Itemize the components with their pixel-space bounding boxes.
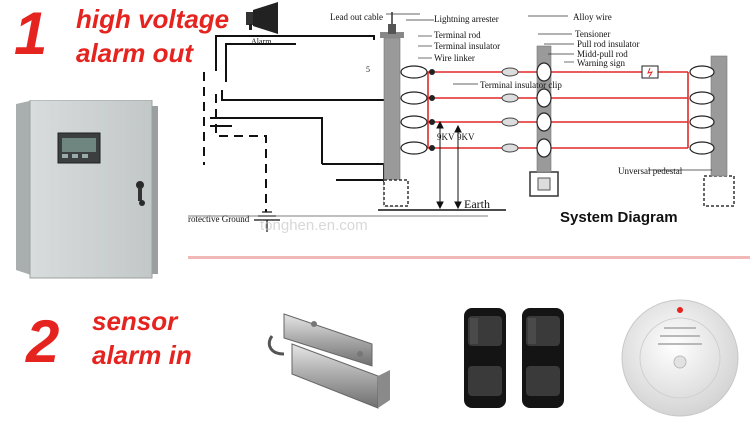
watermark: tonghen.en.com bbox=[260, 217, 368, 234]
alarm-control-box bbox=[0, 99, 172, 282]
right-post bbox=[710, 55, 728, 177]
terminal-rod-label: Terminal rod bbox=[434, 30, 481, 40]
terminal-insulators bbox=[400, 65, 428, 155]
warning-sign-label: Warning sign bbox=[577, 58, 626, 68]
terminal-insulator-clip-label: Terminal insulator clip bbox=[480, 80, 562, 90]
protective-ground-label: rotective Ground bbox=[188, 214, 250, 224]
wire-linker-label: Wire linker bbox=[434, 53, 475, 63]
section-1-title-line1: high voltage bbox=[76, 4, 230, 34]
tensioner-label: Tensioner bbox=[575, 29, 610, 39]
beam-sensor-left bbox=[460, 306, 510, 410]
voltage-label-2: 9KV bbox=[457, 132, 475, 142]
voltage-label-1: 9KV bbox=[437, 132, 455, 142]
pull-rod-insulator-label: Pull rod insulator bbox=[577, 39, 640, 49]
universal-pedestal-label: Unversal pedestal bbox=[618, 166, 683, 176]
section-2-number: 2 bbox=[26, 308, 60, 375]
lightning-arrester-label: Lightning arrester bbox=[434, 14, 499, 24]
section-2-title-line2: alarm in bbox=[92, 340, 192, 370]
magnetic-door-sensor bbox=[262, 296, 402, 420]
alloy-wire-label: Alloy wire bbox=[573, 12, 612, 22]
system-diagram: Alarm rotective Ground bbox=[188, 0, 750, 262]
section-1-number: 1 bbox=[14, 0, 48, 67]
section-1-title-line2: alarm out bbox=[76, 38, 194, 68]
midd-pull-rod-label: Midd-pull rod bbox=[577, 49, 628, 59]
pedestal-box-3 bbox=[703, 175, 735, 207]
pull-rod-insulators bbox=[536, 62, 552, 158]
lead-out-cable-label: Lead out cable bbox=[330, 12, 383, 22]
section-2-title-line1: sensor bbox=[92, 306, 178, 336]
section-divider bbox=[188, 256, 750, 259]
earth-label: Earth bbox=[464, 197, 490, 211]
siren-icon bbox=[246, 2, 278, 34]
smoke-detector bbox=[618, 296, 742, 420]
system-diagram-title: System Diagram bbox=[560, 209, 678, 226]
post-number-label: 5 bbox=[366, 65, 370, 74]
tensioners bbox=[501, 67, 519, 153]
lightning-arrester-icon bbox=[388, 12, 396, 34]
alarm-label: Alarm bbox=[251, 37, 272, 46]
beam-sensor-right bbox=[518, 306, 568, 410]
pedestal-box-1 bbox=[383, 179, 409, 207]
terminal-insulator-label: Terminal insulator bbox=[434, 41, 500, 51]
right-insulators bbox=[689, 65, 715, 155]
